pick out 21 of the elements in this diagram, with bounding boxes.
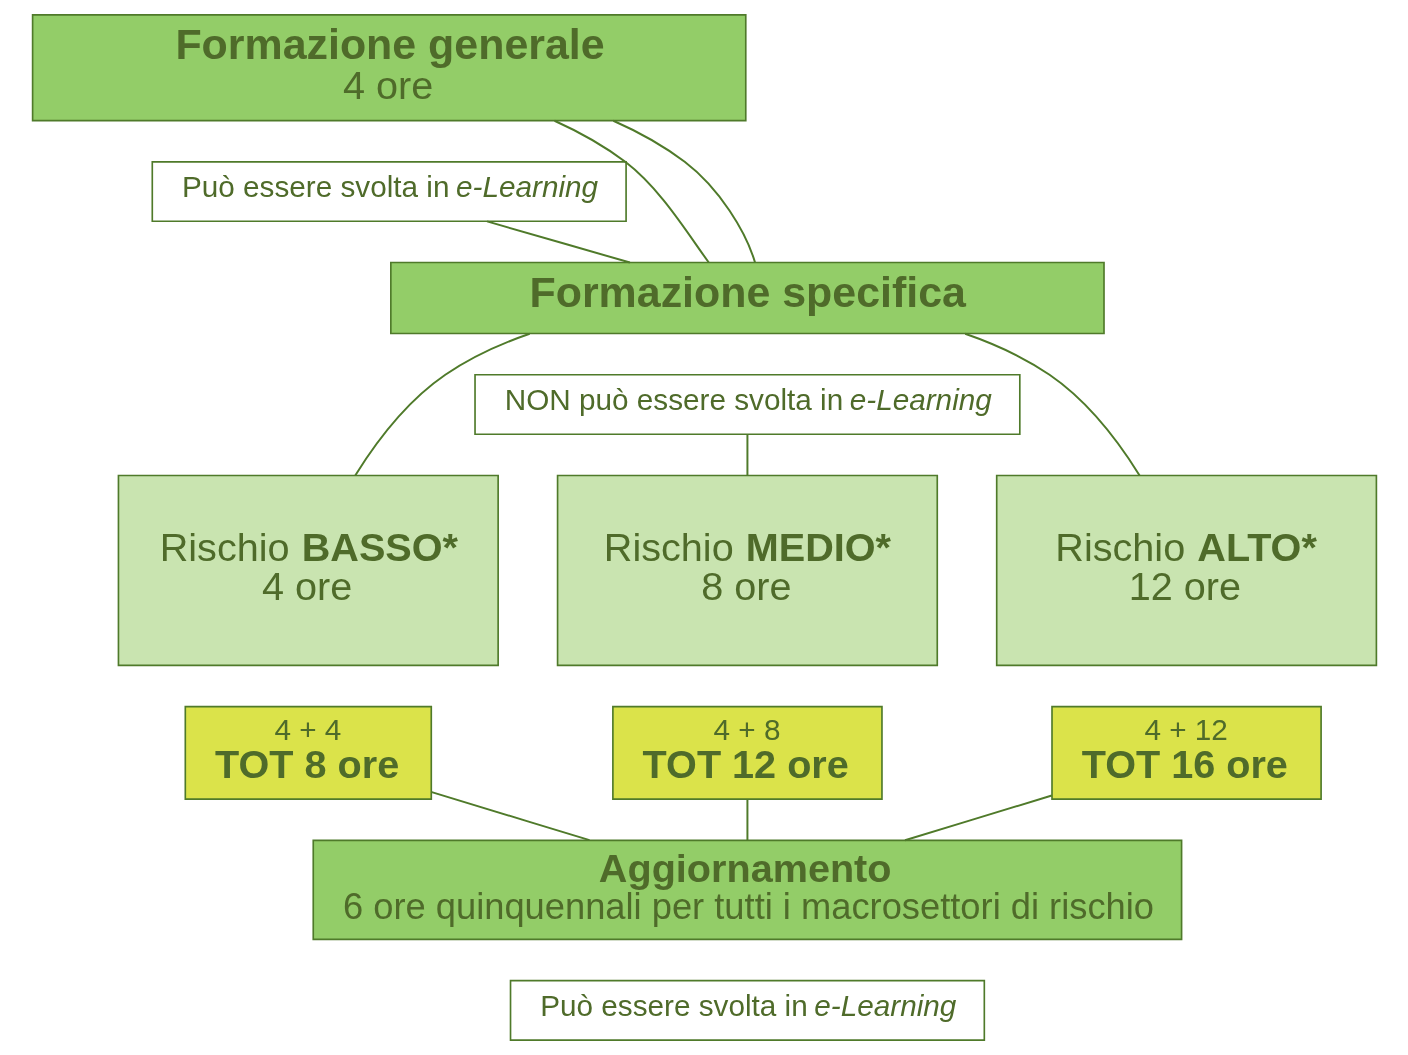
connector	[430, 791, 590, 842]
node-box: 4 + 4 TOT 8 ore	[184, 705, 432, 800]
node-box: Aggiornamento 6 ore quinquennali per tutti i macrosettori di rischio	[311, 839, 1182, 941]
node-box: Rischio BASSO* 4 ore	[117, 474, 499, 667]
node-box: NON può essere svolta in e-Learning	[473, 373, 1021, 436]
connector	[903, 794, 1053, 842]
connector	[611, 119, 756, 264]
node-box: 4 + 12 TOT 16 ore	[1050, 705, 1322, 800]
node-box: Può essere svolta in e-Learning	[509, 979, 985, 1041]
connector	[353, 332, 531, 477]
node-box: Rischio MEDIO* 8 ore	[556, 474, 938, 667]
node-box: Formazione specifica	[389, 261, 1105, 335]
connector	[553, 119, 710, 264]
connector	[485, 220, 631, 264]
node-box: Rischio ALTO* 12 ore	[995, 474, 1377, 667]
connector	[745, 433, 748, 477]
node-box: Formazione generale 4 ore	[31, 14, 747, 122]
connector	[745, 798, 748, 842]
node-box: 4 + 8 TOT 12 ore	[611, 705, 883, 800]
node-box: Può essere svolta in e-Learning	[150, 161, 627, 223]
connector	[963, 332, 1141, 477]
